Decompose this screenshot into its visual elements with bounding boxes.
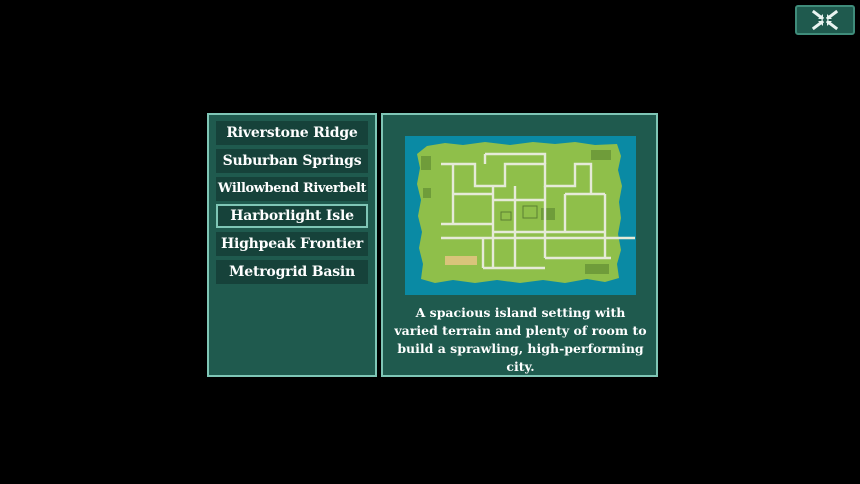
map-option-highpeak-frontier[interactable]: Highpeak Frontier [216, 232, 368, 257]
map-option-metrogrid-basin[interactable]: Metrogrid Basin [216, 259, 368, 284]
exit-fullscreen-button[interactable] [795, 5, 855, 35]
map-list: Riverstone Ridge Suburban Springs Willow… [216, 121, 368, 288]
sand-patch [445, 256, 477, 265]
map-option-willowbend-riverbelt[interactable]: Willowbend Riverbelt [216, 176, 368, 201]
map-option-riverstone-ridge[interactable]: Riverstone Ridge [216, 121, 368, 145]
island-map-graphic [405, 136, 636, 295]
building-outlines [500, 205, 538, 221]
collapse-arrows-icon [811, 9, 839, 31]
map-description: A spacious island setting with varied te… [394, 305, 647, 374]
map-preview-panel: A spacious island setting with varied te… [381, 113, 658, 377]
island-land [417, 142, 622, 283]
map-preview-image [405, 136, 636, 295]
map-option-suburban-springs[interactable]: Suburban Springs [216, 148, 368, 173]
map-list-panel: Riverstone Ridge Suburban Springs Willow… [207, 113, 377, 377]
map-option-harborlight-isle[interactable]: Harborlight Isle [216, 204, 368, 229]
road-network [441, 152, 635, 270]
